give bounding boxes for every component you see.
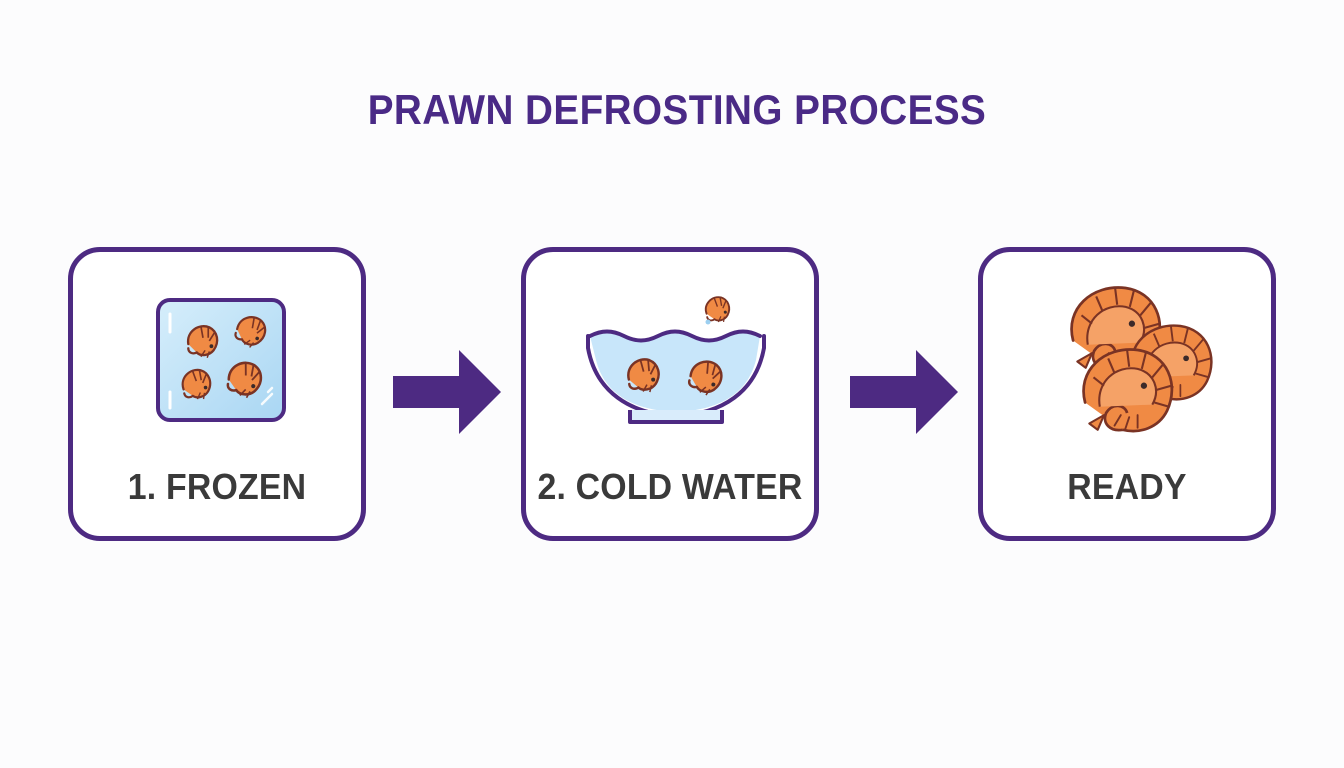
step-label: READY <box>1067 466 1187 507</box>
frozen-prawns-block-icon <box>156 298 286 422</box>
right-arrow-icon <box>850 350 958 434</box>
bowl-cold-water-prawns-icon <box>586 294 766 424</box>
right-arrow-icon <box>393 350 501 434</box>
step-label: 1. FROZEN <box>127 466 307 507</box>
step-card-cold-water: 2. COLD WATER <box>521 247 819 541</box>
step-card-ready: READY <box>978 247 1276 541</box>
step-card-frozen: 1. FROZEN <box>68 247 366 541</box>
diagram-title: PRAWN DEFROSTING PROCESS <box>367 86 987 133</box>
step-label: 2. COLD WATER <box>537 466 803 507</box>
thawed-prawns-icon <box>1070 286 1213 433</box>
